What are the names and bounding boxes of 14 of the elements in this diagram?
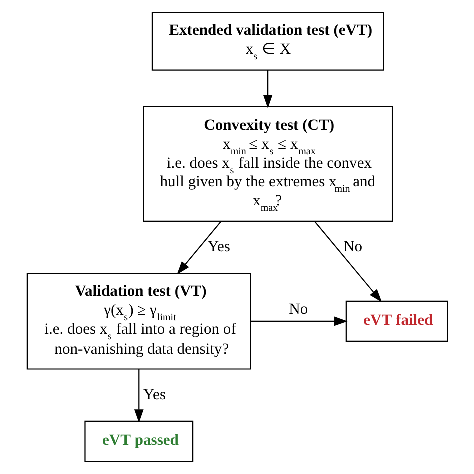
node-box: Extended validation test (eVT) x$_{s}$ ∈ X [151,12,384,71]
node-box: eVT passed [84,420,194,462]
arrow [134,369,144,423]
arrow [262,70,272,108]
arrow [250,316,348,326]
node-box: Validation test (VT) γ(x$_{s}$) ≥ γ$_{limit}$ i.e. does x$_{s}$ fall into a region of non-vanishing data density? [26,273,251,370]
node-box: Convexity test (CT) x$_{min}$ ≤ x$_{s}$ ≤ x$_{max}$ i.e. does x$_{s}$ fall inside the convex hull given by the extremes x$_{min}$ and x$_{max}$? [142,106,393,222]
edge-label: No [288,300,308,318]
arrow [314,221,382,302]
node-box: eVT failed [345,300,448,342]
edge-label: Yes [207,238,230,256]
arrow [176,221,222,275]
edge-label: No [343,238,362,256]
edge-label: Yes [142,386,166,404]
